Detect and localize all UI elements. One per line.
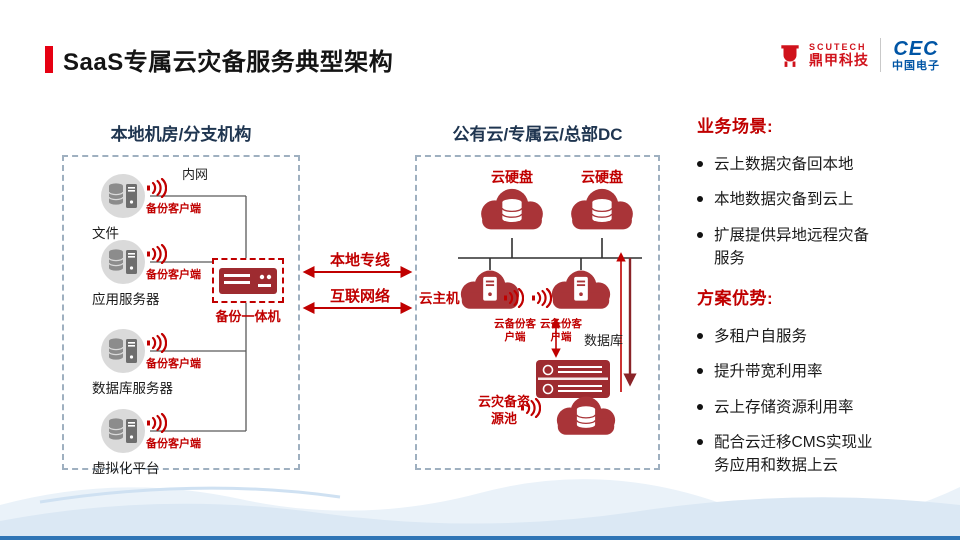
server-name: 文件 bbox=[92, 226, 119, 241]
backup-appliance-box bbox=[212, 258, 284, 303]
server-name: 虚拟化平台 bbox=[92, 461, 160, 476]
intranet-label: 内网 bbox=[181, 167, 208, 182]
advantage-item: 多租户自服务 bbox=[697, 325, 947, 348]
app-server-icon bbox=[100, 239, 146, 285]
advantage-item: 配合云迁移CMS实现业务应用和数据上云 bbox=[697, 431, 947, 478]
cloud-host-label: 云主机 bbox=[419, 291, 460, 306]
cloud-disk-left-icon bbox=[472, 184, 552, 238]
scenarios-list: 云上数据灾备回本地 本地数据灾备到云上 扩展提供异地远程灾备服务 bbox=[697, 153, 947, 270]
info-panel: 业务场景: 云上数据灾备回本地 本地数据灾备到云上 扩展提供异地远程灾备服务 方… bbox=[697, 112, 947, 491]
local-zone-box bbox=[62, 155, 300, 470]
scutech-logo: SCUTECH 鼎甲科技 bbox=[777, 42, 869, 68]
title-accent-bar bbox=[45, 46, 53, 73]
header: SaaS专属云灾备服务典型架构 bbox=[45, 42, 393, 77]
scutech-logo-cn: 鼎甲科技 bbox=[809, 52, 869, 69]
bullet-dot bbox=[697, 368, 703, 375]
local-zone-title: 本地机房/分支机构 bbox=[110, 125, 252, 144]
scutech-logo-en: SCUTECH bbox=[809, 41, 867, 52]
backup-client-label: 备份客户端 bbox=[146, 358, 201, 370]
cloud-backup-client-label: 云备份客户端 bbox=[540, 318, 582, 344]
cloud-disk-right-icon bbox=[562, 184, 642, 238]
bullet-dot bbox=[697, 438, 703, 445]
cloud-disk-right-label: 云硬盘 bbox=[581, 169, 623, 185]
database-label: 数据库 bbox=[584, 333, 624, 348]
replication-waves-icon bbox=[147, 244, 167, 264]
cec-logo: CEC 中国电子 bbox=[892, 38, 940, 72]
dr-pool-label: 云灾备资源池 bbox=[477, 394, 530, 426]
cloud-disk-left-label: 云硬盘 bbox=[491, 169, 533, 185]
cloud-database-host-icon bbox=[543, 266, 619, 317]
background-mountains-art bbox=[0, 479, 960, 537]
backup-appliance-label: 备份一体机 bbox=[215, 309, 281, 324]
replication-waves-icon bbox=[147, 178, 167, 198]
replication-waves-icon bbox=[504, 288, 524, 308]
cec-logo-cn: 中国电子 bbox=[892, 60, 940, 72]
cloud-backup-client-label: 云备份客户端 bbox=[494, 318, 536, 344]
cloud-storage-icon bbox=[548, 392, 624, 443]
bottom-accent-line bbox=[0, 536, 960, 540]
advantages-list: 多租户自服务 提升带宽利用率 云上存储资源利用率 配合云迁移CMS实现业务应用和… bbox=[697, 325, 947, 477]
bullet-dot bbox=[697, 231, 703, 238]
scenario-item: 云上数据灾备回本地 bbox=[697, 153, 947, 176]
internet-label: 互联网络 bbox=[329, 288, 390, 305]
replication-waves-icon bbox=[147, 333, 167, 353]
advantage-item: 提升带宽利用率 bbox=[697, 360, 947, 383]
advantage-item: 云上存储资源利用率 bbox=[697, 396, 947, 419]
backup-client-label: 备份客户端 bbox=[146, 438, 201, 450]
page-title: SaaS专属云灾备服务典型架构 bbox=[63, 49, 394, 76]
scenario-item: 本地数据灾备到云上 bbox=[697, 188, 947, 211]
cloud-zone-title: 公有云/专属云/总部DC bbox=[452, 125, 623, 144]
scenario-item: 扩展提供异地远程灾备服务 bbox=[697, 224, 947, 271]
logo-group: SCUTECH 鼎甲科技 CEC 中国电子 bbox=[777, 38, 940, 73]
advantages-heading: 方案优势: bbox=[697, 289, 774, 308]
backup-client-label: 备份客户端 bbox=[146, 269, 201, 281]
bullet-dot bbox=[697, 333, 703, 339]
bullet-dot bbox=[697, 161, 703, 167]
replication-waves-icon bbox=[521, 398, 541, 418]
server-name: 应用服务器 bbox=[92, 292, 160, 307]
database-server-icon bbox=[100, 328, 146, 374]
bullet-dot bbox=[697, 403, 703, 410]
server-name: 数据库服务器 bbox=[92, 381, 173, 396]
logo-divider bbox=[880, 38, 881, 73]
bullet-dot bbox=[697, 196, 703, 203]
cloud-zone-box bbox=[415, 155, 660, 470]
dedicated-line-label: 本地专线 bbox=[329, 252, 390, 269]
scutech-logo-icon bbox=[781, 45, 799, 67]
cec-logo-en: CEC bbox=[893, 38, 939, 60]
file-server-icon bbox=[100, 173, 146, 219]
scenarios-heading: 业务场景: bbox=[697, 117, 774, 136]
backup-appliance-icon bbox=[218, 264, 278, 298]
virtualization-platform-icon bbox=[100, 408, 146, 454]
backup-client-label: 备份客户端 bbox=[146, 203, 201, 215]
replication-waves-icon bbox=[532, 288, 552, 308]
replication-waves-icon bbox=[147, 413, 167, 433]
